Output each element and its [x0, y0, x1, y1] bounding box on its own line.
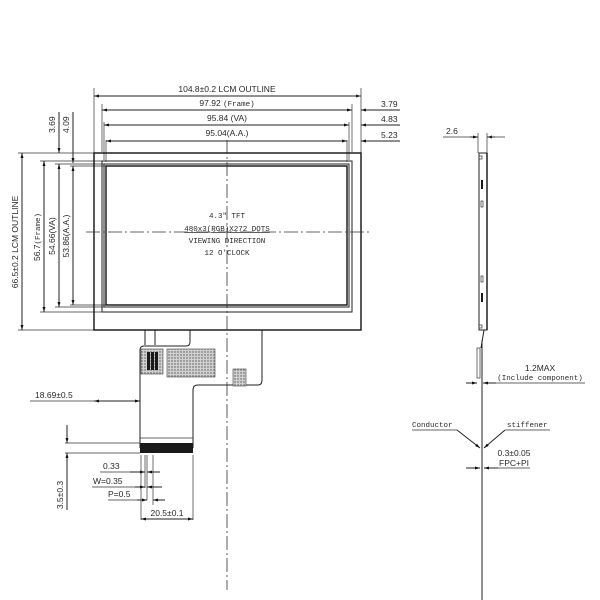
- offset-3-79: 3.79: [381, 99, 398, 109]
- panel-viewing-text: VIEWING DIRECTION: [189, 238, 266, 246]
- dim-va-width-label: 95.84 (VA): [207, 113, 247, 123]
- dim-fpc-thickness: 0.3±0.05: [497, 448, 530, 458]
- offset-5-23: 5.23: [381, 130, 398, 140]
- front-view: 104.8±0.2 LCM OUTLINE 97.92 (Frame) 95.8…: [10, 84, 400, 590]
- dim-fpc-offset: 18.69±0.5: [35, 390, 73, 400]
- panel-clock-text: 12 O'CLOCK: [204, 250, 250, 258]
- dim-pitch: P=0.5: [108, 489, 131, 499]
- label-conductor: Conductor: [412, 422, 453, 430]
- panel-resolution-text: 480x3(RGB)X272 DOTS: [184, 226, 270, 234]
- lcm-outline: [93, 152, 362, 331]
- dim-lcm-width-label: 104.8±0.2 LCM OUTLINE: [178, 84, 276, 94]
- small-component: [232, 368, 247, 387]
- offset-4-83: 4.83: [381, 114, 398, 124]
- dim-lcm-height-label: 66.5±0.2 LCM OUTLINE: [10, 195, 20, 288]
- offset-3-69: 3.69: [47, 116, 57, 133]
- dim-frame-width-label: 97.92 (Frame): [199, 98, 254, 109]
- dim-pin-033: 0.33: [103, 461, 120, 471]
- dim-contact-length: 3.5±0.3: [55, 481, 65, 510]
- dim-thickness: 2.6: [446, 126, 458, 136]
- component-note: (Include component): [497, 375, 583, 383]
- panel-size-text: 4.3" TFT: [209, 213, 246, 221]
- aa-outline: [105, 165, 348, 306]
- fpc-left-edge: [139, 330, 191, 448]
- dim-aa-width-label: 95.04(A.A.): [206, 128, 249, 138]
- fpc-contacts: [140, 443, 193, 453]
- label-stiffener: stiffener: [507, 422, 548, 430]
- dim-frame-height-label: 56.7(Frame): [32, 213, 43, 261]
- side-profile: [478, 152, 488, 331]
- fpc-right-edge: [192, 330, 263, 448]
- ic-component: [166, 348, 216, 378]
- dim-pin-width: W=0.35: [93, 476, 123, 486]
- offset-4-09: 4.09: [61, 116, 71, 133]
- dim-component-height: 1.2MAX: [525, 363, 556, 373]
- dim-fpc-width: 20.5±0.1: [150, 508, 183, 518]
- dim-va-height-label: 54.66(VA): [47, 217, 57, 255]
- fpc-material: FPC+PI: [499, 458, 529, 468]
- dim-aa-height-label: 53.86(A.A.): [61, 214, 71, 257]
- va-outline: [103, 163, 350, 308]
- side-view: 2.6 1.2MAX (Include component) Conductor…: [412, 126, 585, 600]
